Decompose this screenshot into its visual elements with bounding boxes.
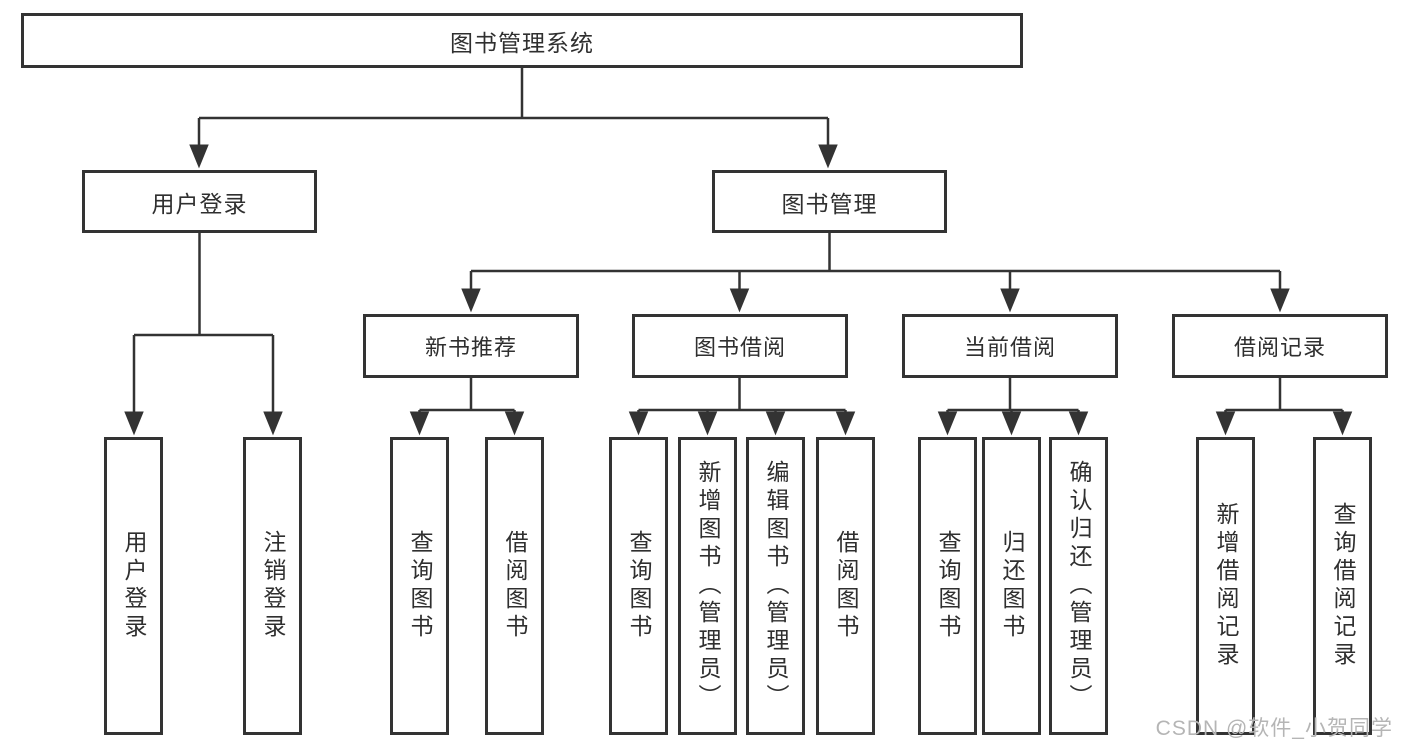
arrow-down-icon — [1068, 411, 1089, 436]
arrow-down-icon — [124, 411, 144, 436]
leaf-borrow-books: 借阅图书 — [485, 437, 544, 735]
arrow-down-icon — [765, 411, 786, 436]
node-book-management: 图书管理 — [712, 170, 947, 233]
leaf-add-book-admin: 新增图书（管理员） — [678, 437, 737, 735]
arrow-down-icon — [1332, 411, 1353, 436]
leaf-borrow-books: 借阅图书 — [816, 437, 875, 735]
leaf-user-login: 用户登录 — [104, 437, 163, 735]
leaf-add-borrow-record: 新增借阅记录 — [1196, 437, 1255, 735]
arrow-down-icon — [1270, 288, 1290, 313]
arrow-down-icon — [1215, 411, 1236, 436]
arrow-down-icon — [628, 411, 649, 436]
arrow-down-icon — [835, 411, 856, 436]
arrow-down-icon — [697, 411, 718, 436]
arrow-down-icon — [818, 144, 838, 169]
leaf-confirm-return-admin: 确认归还（管理员） — [1049, 437, 1108, 735]
leaf-edit-book-admin: 编辑图书（管理员） — [746, 437, 805, 735]
arrow-down-icon — [263, 411, 283, 436]
node-borrow-records: 借阅记录 — [1172, 314, 1388, 378]
arrow-down-icon — [937, 411, 958, 436]
leaf-query-books: 查询图书 — [390, 437, 449, 735]
arrow-down-icon — [409, 411, 430, 436]
node-user-login: 用户登录 — [82, 170, 317, 233]
leaf-query-books: 查询图书 — [918, 437, 977, 735]
node-book-borrow: 图书借阅 — [632, 314, 848, 378]
node-new-book-recommend: 新书推荐 — [363, 314, 579, 378]
leaf-return-books: 归还图书 — [982, 437, 1041, 735]
arrow-down-icon — [1001, 411, 1022, 436]
arrow-down-icon — [189, 144, 209, 169]
node-current-borrow: 当前借阅 — [902, 314, 1118, 378]
leaf-query-borrow-record: 查询借阅记录 — [1313, 437, 1372, 735]
arrow-down-icon — [461, 288, 481, 313]
leaf-query-books: 查询图书 — [609, 437, 668, 735]
node-library-management-system: 图书管理系统 — [21, 13, 1023, 68]
arrow-down-icon — [504, 411, 525, 436]
arrow-down-icon — [1000, 288, 1020, 313]
leaf-logout: 注销登录 — [243, 437, 302, 735]
watermark-text: CSDN @软件_小贺同学 — [1155, 717, 1393, 740]
arrow-down-icon — [729, 288, 750, 313]
arrowhead-icons — [124, 144, 1353, 436]
